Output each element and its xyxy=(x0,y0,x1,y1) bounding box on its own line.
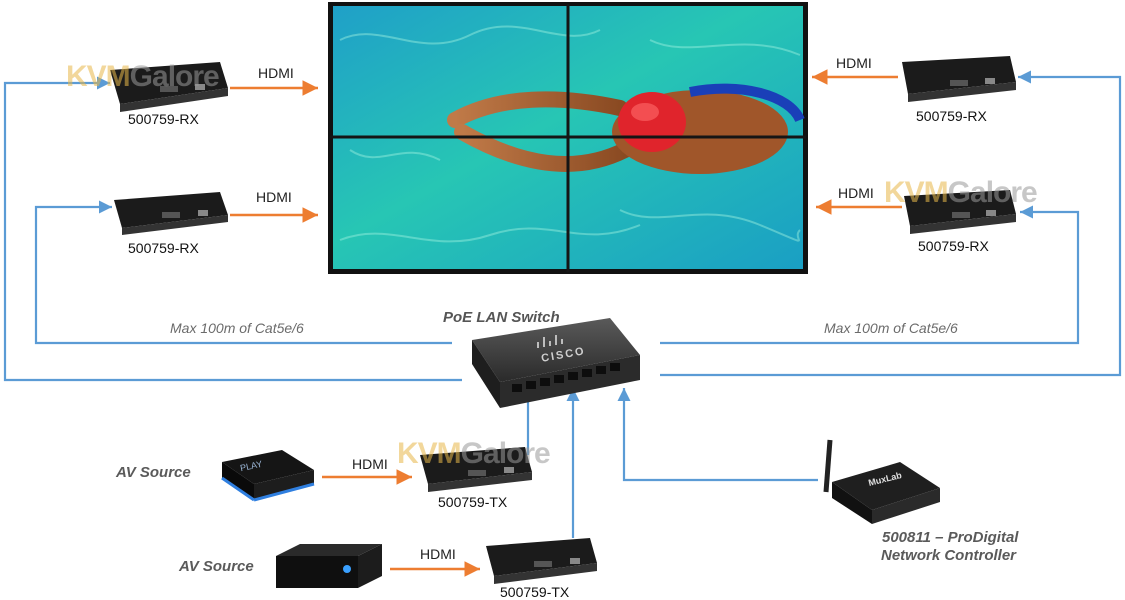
cable-switch-to-rx-top-left xyxy=(3,76,462,382)
network-controller-device xyxy=(823,439,940,524)
poe-switch-device xyxy=(472,318,640,408)
hdmi-label-source1: HDMI xyxy=(352,456,388,472)
hdmi-label-top-right: HDMI xyxy=(836,55,872,71)
cable-label-left: Max 100m of Cat5e/6 xyxy=(170,320,304,336)
watermark-right: KVMGalore xyxy=(884,176,1038,209)
cable-switch-to-rx-top-right xyxy=(660,70,1122,377)
hdmi-cables xyxy=(230,69,902,577)
cable-switch-to-rx-lower-right xyxy=(660,205,1080,345)
controller-label-line1: 500811 – ProDigital xyxy=(882,529,1019,546)
receiver-device-lower-left xyxy=(114,192,228,235)
av-source-label-1: AV Source xyxy=(116,464,191,481)
transmitter-label-1: 500759-TX xyxy=(438,494,508,510)
video-wall xyxy=(328,2,808,274)
controller-label-line2: Network Controller xyxy=(881,547,1017,564)
receiver-device-top-right xyxy=(902,56,1016,102)
watermark-bottom: KVMGalore xyxy=(397,437,551,470)
av-source-player-device xyxy=(221,450,315,502)
receiver-label-lower-right: 500759-RX xyxy=(918,238,989,254)
transmitter-label-2: 500759-TX xyxy=(500,584,570,600)
network-cables xyxy=(3,70,1122,538)
receiver-label-top-right: 500759-RX xyxy=(916,108,987,124)
receiver-label-top-left: 500759-RX xyxy=(128,111,199,127)
receiver-device-lower-right xyxy=(904,190,1016,234)
av-source-label-2: AV Source xyxy=(179,558,254,575)
cable-switch-to-rx-lower-left xyxy=(34,200,452,345)
hdmi-label-source2: HDMI xyxy=(420,546,456,562)
receiver-label-lower-left: 500759-RX xyxy=(128,240,199,256)
cable-label-right: Max 100m of Cat5e/6 xyxy=(824,320,958,336)
switch-title: PoE LAN Switch xyxy=(443,309,560,326)
hdmi-label-lower-left: HDMI xyxy=(256,189,292,205)
hdmi-label-top-left: HDMI xyxy=(258,65,294,81)
hdmi-label-lower-right: HDMI xyxy=(838,185,874,201)
av-source-box-device xyxy=(276,544,382,588)
transmitter-device-1 xyxy=(420,447,532,492)
cable-controller-to-switch xyxy=(617,388,818,482)
watermark-top-left: KVMGalore xyxy=(66,60,220,93)
transmitter-device-2 xyxy=(486,538,597,584)
receiver-device-top-left xyxy=(110,62,228,112)
